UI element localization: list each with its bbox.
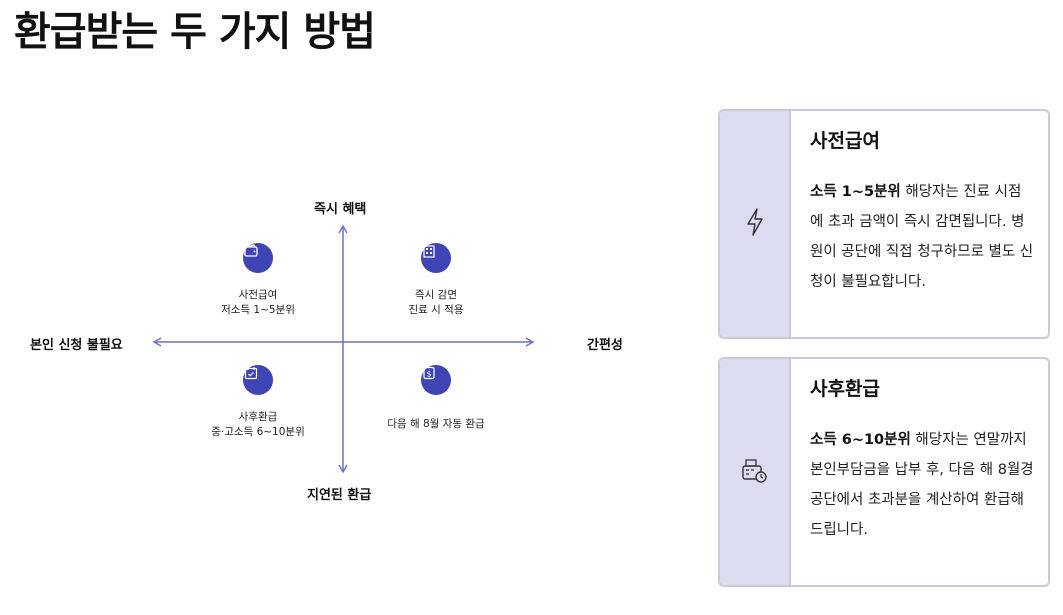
svg-text:$: $ [426, 370, 431, 379]
money-exchange-icon: $ [421, 365, 451, 395]
quadrant-diagram: 즉시 혜택 지연된 환급 본인 신청 불필요 간편성 사전급여 저소득 1~5분… [0, 180, 700, 520]
page-title: 환급받는 두 가지 방법 [14, 9, 376, 55]
card-post-refund: 사후환급 소득 6~10분위 해당자는 연말까지 본인부담금을 납부 후, 다음… [718, 357, 1050, 587]
card-side-panel [720, 111, 791, 337]
hospital-icon [421, 243, 451, 273]
card-side-panel [720, 359, 791, 585]
cash-register-icon [740, 456, 770, 488]
calendar-check-icon [243, 365, 273, 395]
quadrant-top-right-text: 즉시 감면 진료 시 적용 [408, 289, 464, 316]
wallet-icon [243, 243, 273, 273]
card-description: 소득 6~10분위 해당자는 연말까지 본인부담금을 납부 후, 다음 해 8월… [810, 432, 1034, 538]
quadrant-bottom-right-text: 다음 해 8월 자동 환급 [387, 418, 485, 430]
quadrant-bottom-left-text: 사후환급 중·고소득 6~10분위 [211, 411, 305, 438]
card-title: 사후환급 [810, 378, 880, 400]
card-title: 사전급여 [810, 130, 880, 152]
axis-label-right: 간편성 [587, 338, 623, 353]
quadrant-top-left-text: 사전급여 저소득 1~5분위 [221, 289, 295, 316]
card-advance-benefit: 사전급여 소득 1~5분위 해당자는 진료 시점에 초과 금액이 즉시 감면됩니… [718, 109, 1050, 339]
axis-label-bottom: 지연된 환급 [307, 488, 372, 503]
lightning-icon [744, 207, 766, 241]
axis-label-top: 즉시 혜택 [314, 202, 367, 217]
card-description: 소득 1~5분위 해당자는 진료 시점에 초과 금액이 즉시 감면됩니다. 병원… [810, 184, 1034, 290]
axis-label-left: 본인 신청 불필요 [30, 338, 123, 353]
axes [152, 224, 535, 474]
